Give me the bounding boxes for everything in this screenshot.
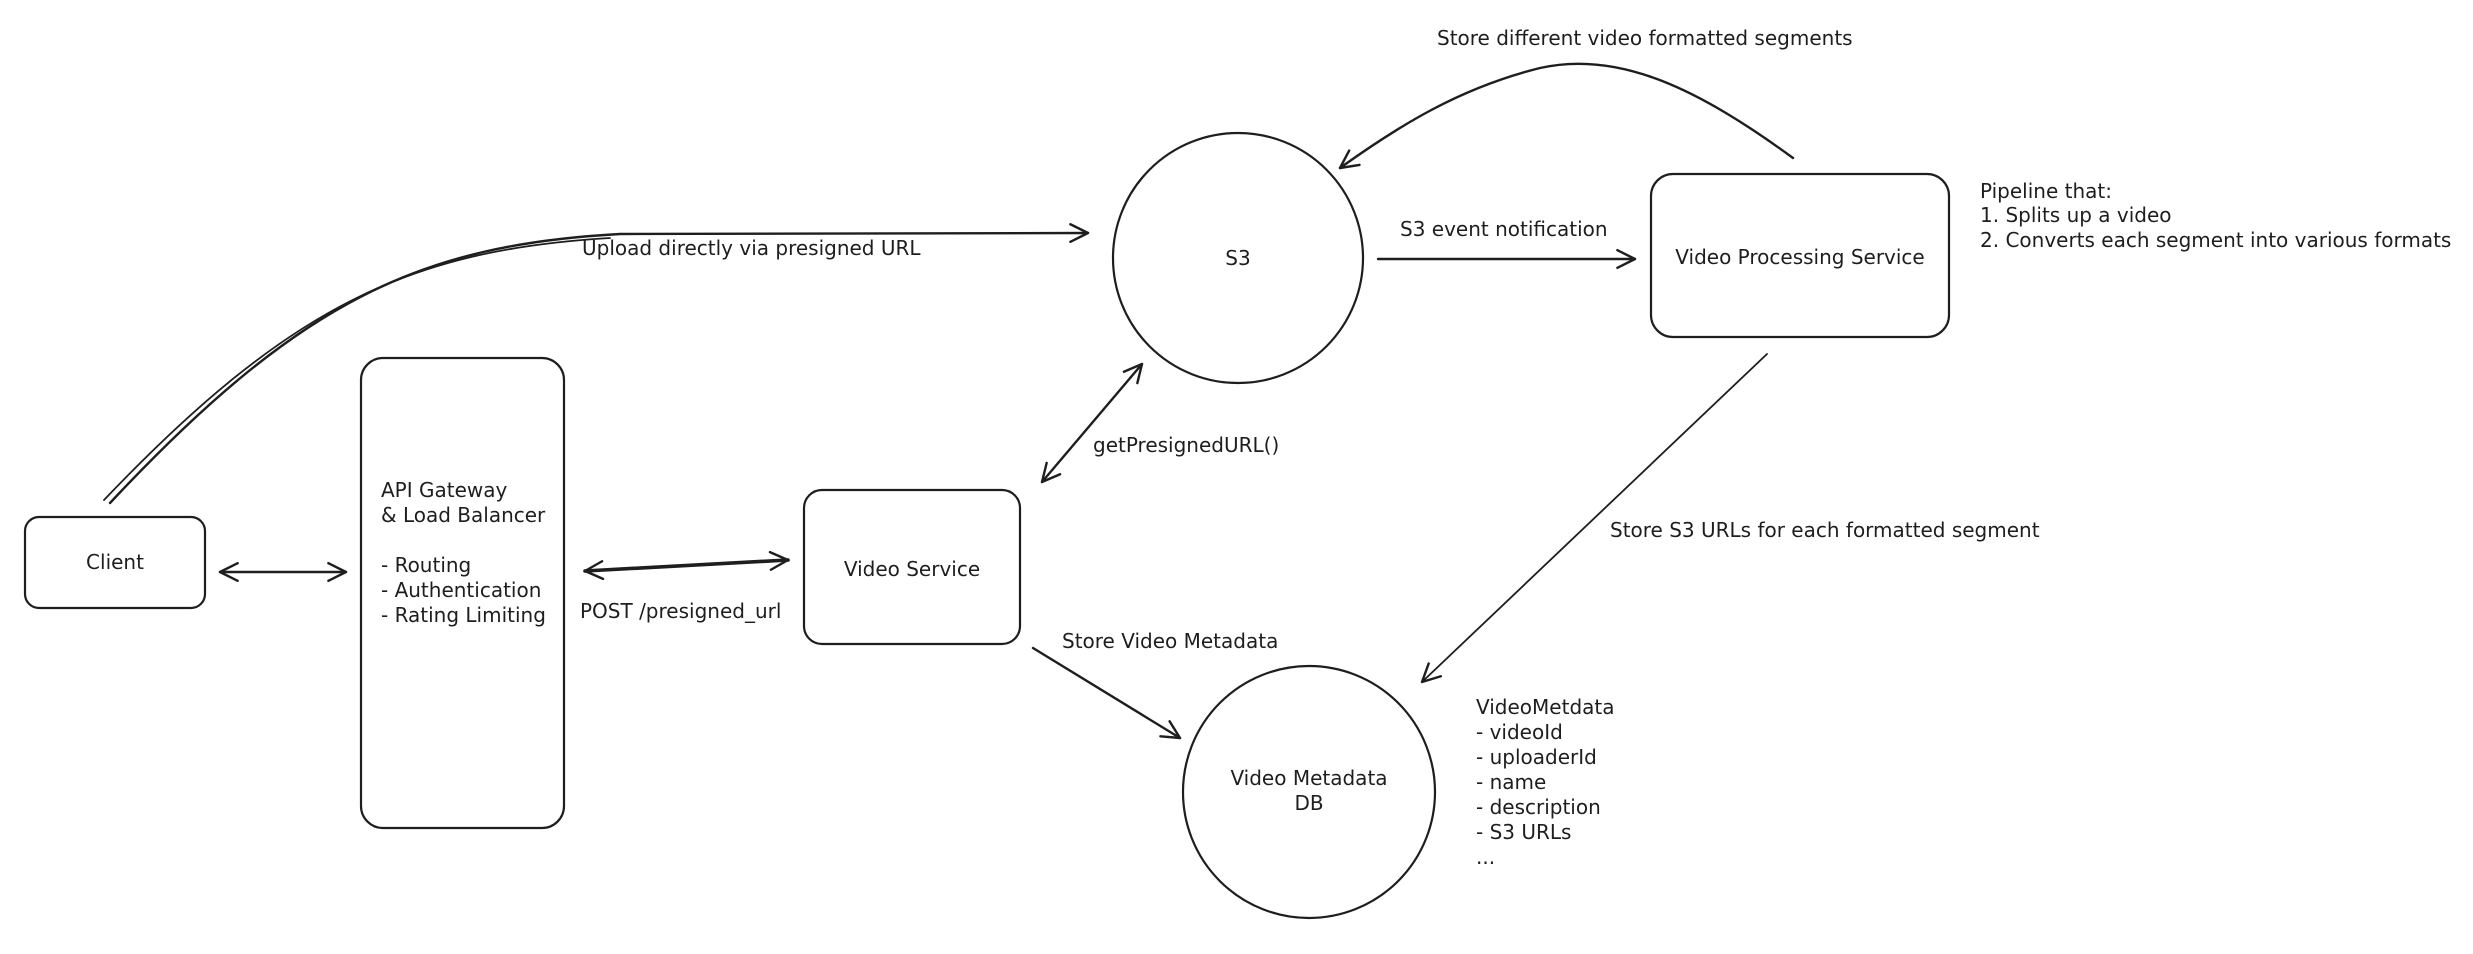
post-presigned-url-label: POST /presigned_url bbox=[580, 599, 781, 623]
s3-node: S3 bbox=[1111, 131, 1365, 385]
schema-field: - S3 URLs bbox=[1476, 820, 1571, 844]
store-segments-label: Store different video formatted segments bbox=[1437, 26, 1853, 50]
metadata-schema-note: VideoMetdata - videoId - uploaderId - na… bbox=[1476, 695, 1615, 869]
video-service-node: Video Service bbox=[802, 488, 1022, 646]
schema-field: - description bbox=[1476, 795, 1601, 819]
gateway-bullet-rate-limiting: - Rating Limiting bbox=[381, 603, 546, 627]
upload-presigned-url-label: Upload directly via presigned URL bbox=[582, 236, 921, 260]
gateway-bullet-routing: - Routing bbox=[381, 553, 471, 577]
processing-metadata-db-edge: Store S3 URLs for each formatted segment bbox=[1420, 353, 2040, 684]
video-processing-service-node: Video Processing Service bbox=[1649, 172, 1951, 339]
client-node: Client bbox=[23, 515, 207, 610]
s3-event-notification-label: S3 event notification bbox=[1400, 217, 1608, 241]
client-label: Client bbox=[86, 550, 144, 574]
get-presigned-url-label: getPresignedURL() bbox=[1093, 433, 1279, 457]
schema-ellipsis: ... bbox=[1476, 845, 1495, 869]
schema-title: VideoMetdata bbox=[1476, 695, 1615, 719]
pipeline-note: Pipeline that: 1. Splits up a video 2. C… bbox=[1980, 179, 2451, 252]
metadata-db-label-line-2: DB bbox=[1294, 791, 1323, 815]
store-video-metadata-label: Store Video Metadata bbox=[1062, 629, 1278, 653]
video-service-s3-edge: getPresignedURL() bbox=[1040, 362, 1279, 484]
store-s3-urls-label: Store S3 URLs for each formatted segment bbox=[1610, 518, 2040, 542]
pipeline-note-line: Pipeline that: bbox=[1980, 179, 2112, 203]
processing-s3-segments-edge: Store different video formatted segments bbox=[1338, 26, 1853, 170]
pipeline-note-line: 2. Converts each segment into various fo… bbox=[1980, 228, 2451, 252]
gateway-title-line-2: & Load Balancer bbox=[381, 503, 546, 527]
api-gateway-node: API Gateway & Load Balancer - Routing - … bbox=[359, 356, 566, 830]
schema-field: - name bbox=[1476, 770, 1546, 794]
s3-processing-edge: S3 event notification bbox=[1376, 217, 1637, 270]
gateway-video-service-edge: POST /presigned_url bbox=[580, 550, 790, 623]
video-metadata-db-node: Video Metadata DB bbox=[1181, 664, 1437, 920]
pipeline-note-line: 1. Splits up a video bbox=[1980, 203, 2172, 227]
video-service-label: Video Service bbox=[844, 557, 980, 581]
video-processing-service-label: Video Processing Service bbox=[1675, 245, 1924, 269]
video-service-metadata-db-edge: Store Video Metadata bbox=[1031, 629, 1278, 740]
metadata-db-label-line-1: Video Metadata bbox=[1230, 766, 1387, 790]
client-s3-upload-edge: Upload directly via presigned URL bbox=[103, 223, 1090, 505]
s3-label: S3 bbox=[1225, 246, 1250, 270]
schema-field: - uploaderId bbox=[1476, 745, 1597, 769]
gateway-bullet-authentication: - Authentication bbox=[381, 578, 541, 602]
schema-field: - videoId bbox=[1476, 720, 1563, 744]
gateway-title-line-1: API Gateway bbox=[381, 478, 508, 502]
